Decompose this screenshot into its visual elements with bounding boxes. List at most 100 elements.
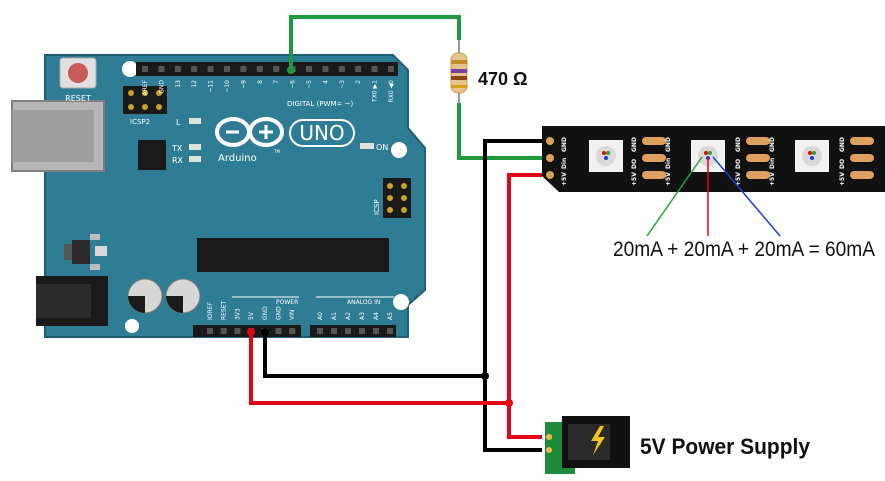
strip-pad-label: GND (735, 137, 742, 152)
pin-label: A5 (387, 312, 394, 320)
pin-label: GND (158, 80, 165, 94)
copper-pad (746, 171, 770, 179)
pin-label: AREF (142, 79, 149, 95)
wire-junction (505, 399, 513, 407)
resistor-label: 470 Ω (478, 69, 527, 89)
pin-label: 3V3 (234, 308, 241, 320)
led-strip-segments (589, 140, 829, 172)
led-on (360, 143, 374, 149)
pin-label: 8 (257, 80, 264, 84)
led-on-label: ON (376, 143, 388, 152)
strip-pad-label: GND (665, 137, 672, 152)
header-hole (387, 328, 393, 334)
strip-pad-label: Din (769, 158, 776, 169)
header-hole (207, 328, 213, 334)
usb-chip (138, 140, 166, 170)
pin-label: IOREF (207, 302, 214, 320)
header-hole (388, 66, 394, 72)
pin-label: ~5 (306, 80, 313, 89)
pin-label: ~9 (240, 80, 247, 89)
led-strip-pads: GNDDin+5VGNDDin+5VGNDDin+5VGNDDO+5VGNDDO… (546, 137, 874, 186)
mounting-hole (122, 61, 138, 77)
strip-pad-label: +5V (769, 172, 776, 186)
wire-junction (481, 372, 489, 380)
strip-input-pad (546, 154, 554, 162)
pin-label: VIN (289, 310, 296, 320)
strip-input-pad (546, 171, 554, 179)
led-tx-label: TX (171, 144, 183, 153)
current-arrow-green (646, 156, 703, 237)
copper-pad (850, 137, 874, 145)
pin-label: A2 (345, 312, 352, 320)
copper-pad (850, 154, 874, 162)
led-strip: GNDDin+5VGNDDin+5VGNDDin+5VGNDDO+5VGNDDO… (542, 126, 885, 192)
analog-header-label: ANALOG IN (347, 299, 380, 306)
header-hole (331, 328, 337, 334)
strip-pad-label: Din (665, 158, 672, 169)
header-hole (142, 66, 148, 72)
smd-component (95, 246, 107, 256)
pin-label: 5V (248, 311, 255, 320)
copper-pad (642, 154, 666, 162)
lightning-icon (591, 426, 605, 455)
header-hole (338, 66, 345, 72)
resistor (450, 40, 468, 103)
ws2812-led (795, 140, 829, 172)
reset-label: RESET (65, 94, 91, 103)
strip-pad-label: Din (561, 158, 568, 169)
voltage-regulator-tab (64, 244, 72, 260)
ground-wire (483, 139, 542, 452)
header-hole (220, 328, 227, 334)
strip-pad-label: DO (631, 159, 638, 169)
ws2812-led (691, 140, 725, 172)
led-rx (189, 156, 201, 162)
strip-pad-label: +5V (735, 172, 742, 186)
icsp2-header (123, 86, 167, 114)
analog-header-holes (317, 328, 393, 334)
header-hole (224, 66, 230, 72)
copper-pad (746, 137, 770, 145)
resistor-band (451, 85, 467, 88)
data-wire (457, 103, 542, 160)
uno-label: UNO (299, 121, 344, 145)
pin-label: A0 (317, 312, 324, 320)
strip-pad-label: GND (839, 137, 846, 152)
led-l-label: L (176, 118, 181, 127)
led-rx-label: RX (172, 156, 184, 165)
header-hole (359, 328, 365, 334)
led-l (189, 118, 201, 124)
pin-label: A4 (373, 312, 380, 320)
icsp-label: ICSP (373, 199, 381, 215)
mounting-hole (393, 294, 409, 310)
arduino-logo-text: Arduino (218, 153, 257, 164)
strip-pad-label: +5V (839, 172, 846, 186)
header-hole (373, 328, 379, 334)
header-hole (256, 66, 263, 72)
strip-pad-label: DO (839, 159, 846, 169)
led-tx (189, 144, 201, 150)
header-hole (322, 66, 329, 72)
header-hole (158, 66, 165, 72)
voltage-regulator (72, 240, 90, 264)
data-wire (289, 15, 461, 70)
copper-pad (642, 171, 666, 179)
header-hole (345, 328, 351, 334)
atmega-chip (197, 238, 389, 272)
wire-junction (261, 328, 269, 336)
power-header (193, 325, 301, 337)
header-hole (174, 66, 181, 72)
power-supply-label: 5V Power Supply (640, 434, 811, 459)
pin-label: 12 (191, 80, 198, 88)
pin-label: TX0 ▶1 (372, 80, 379, 103)
strip-pad-label: +5V (665, 172, 672, 186)
regulator-pin (90, 234, 100, 240)
jack-pad (546, 447, 552, 453)
pin-label: GND (276, 306, 283, 320)
strip-input-pad (546, 137, 554, 145)
capacitor (165, 278, 201, 314)
copper-pad (642, 137, 666, 145)
